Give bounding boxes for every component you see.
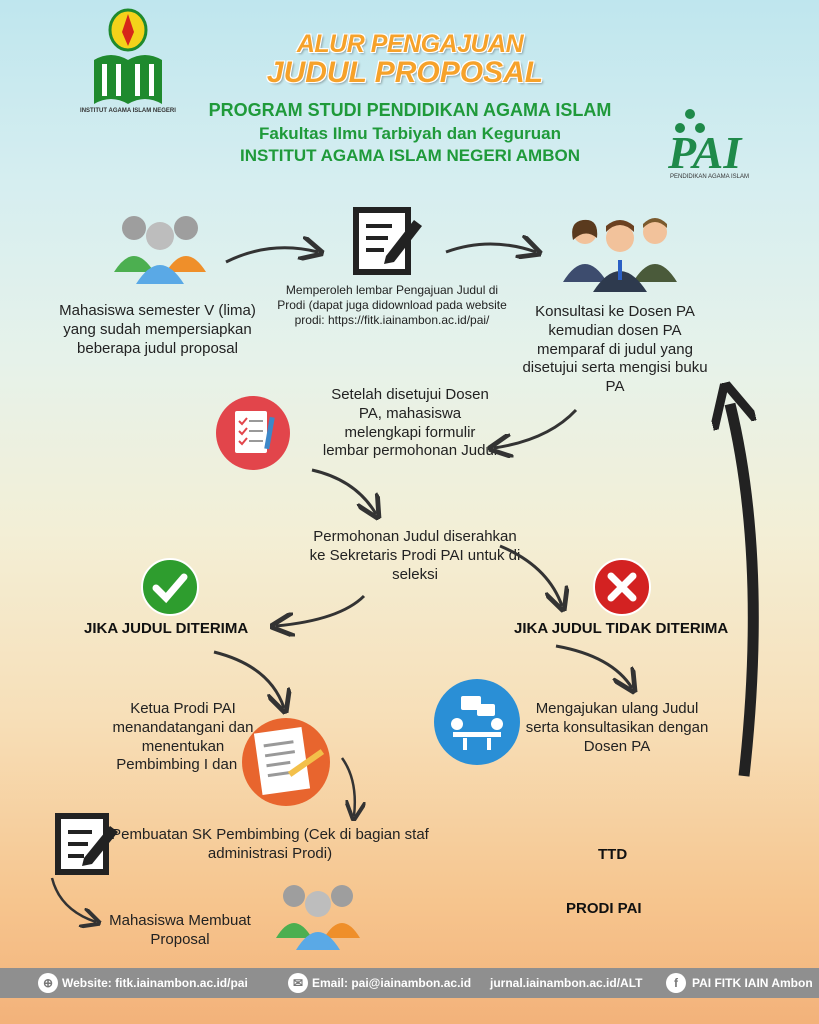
prodi-label: PRODI PAI <box>566 900 642 917</box>
faculty-name: Fakultas Ilmu Tarbiyah dan Keguruan <box>259 124 561 143</box>
footer-facebook[interactable]: PAI FITK IAIN Ambon <box>692 976 813 990</box>
footer-journal[interactable]: jurnal.iainambon.ac.id/ALT <box>490 976 643 990</box>
step5-text: Permohonan Judul diserahkan ke Sekretari… <box>309 528 521 583</box>
page-title-line2: JUDUL PROPOSAL <box>266 56 544 89</box>
program-name: PROGRAM STUDI PENDIDIKAN AGAMA ISLAM <box>208 100 612 120</box>
globe-icon: ⊕ <box>38 973 58 993</box>
arrow-1-to-2 <box>225 248 318 264</box>
sk-document-icon <box>54 812 120 878</box>
pai-logo-text: PAI <box>668 127 742 178</box>
students-group-icon-2 <box>272 880 364 952</box>
rejected-label: JIKA JUDUL TIDAK DITERIMA <box>514 620 729 637</box>
pai-logo-caption: PENDIDIKAN AGAMA ISLAM <box>670 174 750 180</box>
arrow-5-to-rejected <box>499 544 562 606</box>
step1-text: Mahasiswa semester V (lima) yang sudah m… <box>59 302 256 357</box>
facebook-icon: f <box>666 973 686 993</box>
pai-logo-dots-icon <box>675 109 705 133</box>
email-icon: ✉ <box>288 973 308 993</box>
arrow-8-to-9 <box>50 877 96 922</box>
footer-bar: ⊕ Website: fitk.iainambon.ac.id/pai ✉ Em… <box>0 968 819 998</box>
iain-logo-caption: INSTITUT AGAMA ISLAM NEGERI <box>80 108 176 114</box>
arrow-3-to-4 <box>494 408 578 448</box>
arrow-5-to-accepted <box>276 594 366 626</box>
ttd-label: TTD <box>598 846 628 863</box>
step8-text: Pembuatan SK Pembimbing (Cek di bagian s… <box>111 826 429 862</box>
accepted-label: JIKA JUDUL DITERIMA <box>84 620 249 637</box>
institute-name: INSTITUT AGAMA ISLAM NEGERI AMBON <box>240 146 580 165</box>
iain-logo-icon <box>94 8 162 104</box>
page-title-line1: ALUR PENGAJUAN <box>296 30 524 58</box>
lecturers-group-icon <box>555 210 685 292</box>
check-icon <box>140 557 200 617</box>
iain-logo: INSTITUT AGAMA ISLAM NEGERI <box>80 8 176 118</box>
step4-text: Setelah disetujui Dosen PA, mahasiswa me… <box>322 386 498 460</box>
step3-text: Konsultasi ke Dosen PA kemudian dosen PA… <box>522 303 708 395</box>
students-group-icon <box>110 210 210 286</box>
step7-text: Mengajukan ulang Judul serta konsultasik… <box>525 700 709 755</box>
footer-website[interactable]: Website: fitk.iainambon.ac.id/pai <box>62 976 248 990</box>
arrow-accepted-to-6 <box>213 650 284 708</box>
arrow-6-to-8 <box>340 757 355 816</box>
pai-logo: PAI PENDIDIKAN AGAMA ISLAM <box>664 108 784 188</box>
footer-email[interactable]: Email: pai@iainambon.ac.id <box>312 976 472 990</box>
step2-text: Memperoleh lembar Pengajuan Judul di Pro… <box>277 283 507 327</box>
arrow-4-to-5 <box>311 468 376 514</box>
step6-text: Ketua Prodi PAI menandatangani dan menen… <box>112 700 254 774</box>
signing-document-icon <box>240 716 332 808</box>
checklist-icon <box>215 395 291 471</box>
meeting-icon <box>433 678 521 766</box>
arrow-2-to-3 <box>445 244 536 252</box>
form-document-icon <box>352 206 424 278</box>
arrow-7-to-3-return <box>730 404 759 777</box>
arrow-rejected-to-7 <box>555 644 632 688</box>
cross-icon <box>592 557 652 617</box>
step9-text: Mahasiswa Membuat Proposal <box>109 912 251 948</box>
